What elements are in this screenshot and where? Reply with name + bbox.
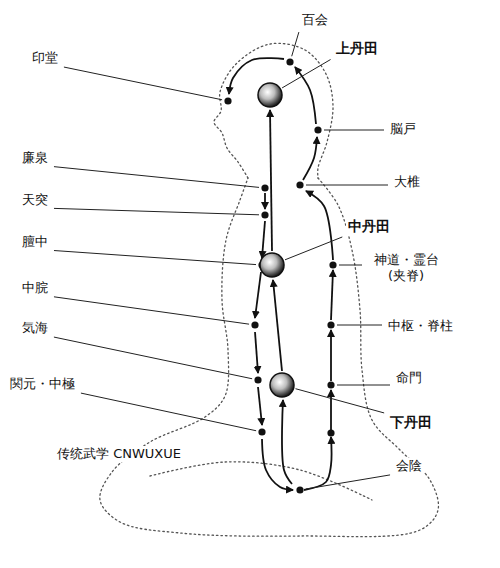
acupoint-dot: [314, 126, 321, 133]
leader-line: [337, 325, 382, 326]
acupoint-label: 廉泉: [20, 150, 50, 166]
flow-arrow: [255, 272, 261, 318]
leader-line: [64, 67, 222, 100]
acupoint-label: 中脘: [20, 280, 50, 296]
acupoint-dot: [327, 381, 334, 388]
flow-arrow: [330, 330, 332, 381]
flow-arrow: [255, 332, 258, 373]
leader-line: [306, 475, 390, 489]
flow-arrow: [270, 110, 272, 251]
dantian-sphere: [270, 373, 294, 397]
flow-arrow: [258, 387, 262, 425]
leader-line: [54, 208, 259, 214]
acupoints: [224, 58, 336, 493]
orbit-arrows: [229, 58, 333, 490]
acupoint-dot: [254, 376, 261, 383]
dantian-sphere: [260, 253, 284, 277]
acupoint-label: 脳戸: [388, 121, 418, 137]
flow-arrow: [303, 137, 317, 180]
leader-line: [54, 297, 249, 324]
flow-arrow: [304, 437, 332, 490]
acupoint-label: 命門: [394, 370, 424, 386]
acupoint-dot: [329, 261, 336, 268]
leader-line: [339, 265, 362, 266]
acupoint-label: 気海: [20, 320, 50, 336]
acupoint-label: 大椎: [392, 174, 422, 190]
acupoint-dot: [327, 429, 334, 436]
leader-line: [285, 237, 342, 260]
flow-arrow: [330, 390, 332, 430]
acupoint-dot: [296, 181, 303, 188]
dantian-label: 中丹田: [346, 218, 392, 236]
acupoint-label: 会陰: [394, 458, 424, 474]
acupoint-dot: [261, 184, 268, 191]
flow-arrow: [331, 270, 333, 320]
body-outline: [214, 43, 333, 178]
leader-line: [337, 385, 390, 386]
acupoint-dot: [296, 486, 303, 493]
flow-arrow: [264, 193, 266, 209]
leader-line: [54, 167, 259, 188]
dantian-sphere: [258, 83, 282, 107]
acupoint-dot: [261, 211, 268, 218]
acupoint-dot: [258, 428, 265, 435]
acupoint-label: 関元・中極: [8, 376, 77, 392]
flow-arrow: [273, 280, 282, 371]
leader-line: [292, 32, 299, 56]
acupoint-dot: [286, 58, 293, 65]
body-outline: [150, 462, 372, 500]
leader-lines: [54, 32, 390, 489]
acupoint-label: 印堂: [30, 50, 60, 66]
body-outline: [100, 43, 439, 536]
leader-line: [81, 393, 256, 431]
flow-arrow: [262, 221, 265, 258]
acupoint-dot: [251, 321, 258, 328]
flow-arrow: [262, 439, 293, 490]
leader-line: [296, 389, 385, 413]
acupoint-dot: [327, 321, 334, 328]
acupoint-label: 中枢・脊柱: [386, 318, 455, 334]
leader-line: [54, 337, 252, 379]
acupoint-label: 百会: [300, 12, 330, 28]
dantian-label: 上丹田: [334, 40, 380, 58]
leader-line: [324, 130, 384, 131]
watermark: 传统武学 CNWUXUE: [55, 446, 183, 462]
acupoint-label: 神道・霊台 (夹脊): [366, 252, 446, 285]
acupoint-label: 天突: [20, 192, 50, 208]
flow-arrow: [282, 400, 292, 484]
leader-line: [306, 185, 388, 186]
dantian-label: 下丹田: [388, 414, 434, 432]
flow-arrow: [295, 67, 316, 124]
acupoint-dot: [224, 97, 231, 104]
acupoint-label: 膻中: [20, 234, 50, 250]
leader-line: [54, 251, 256, 265]
